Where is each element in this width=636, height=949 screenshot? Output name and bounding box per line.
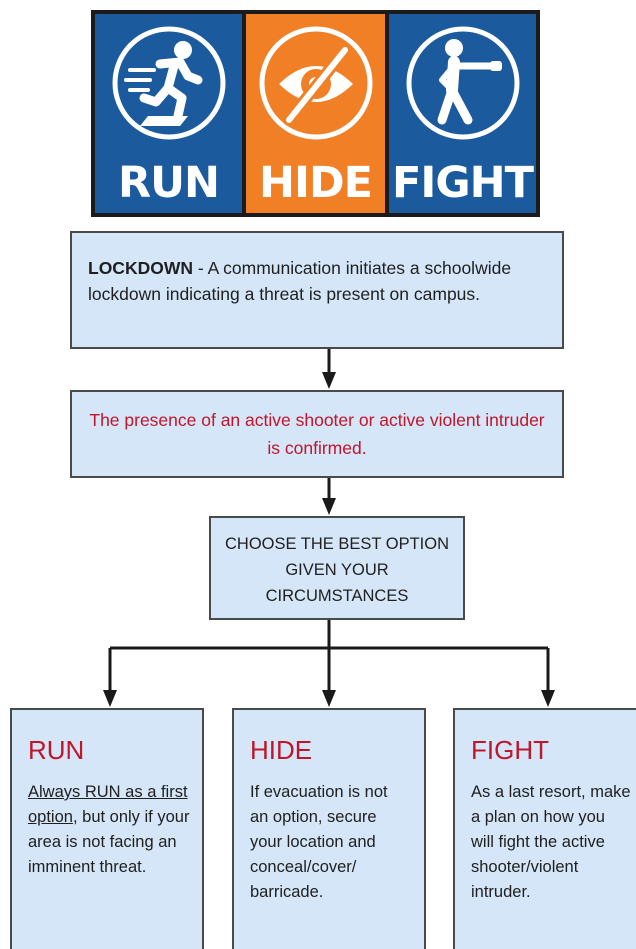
run-option-emphasis: Always RUN as a first option bbox=[28, 783, 188, 826]
hide-option-box: HIDE If evacuation is not an option, sec… bbox=[232, 708, 426, 949]
arrow-down-icon bbox=[103, 690, 117, 707]
hide-label: HIDE bbox=[258, 158, 373, 208]
lockdown-text: - A communication initiates a schoolwide… bbox=[88, 258, 512, 304]
confirmed-text: The presence of an active shooter or act… bbox=[89, 410, 545, 458]
arrow-down-icon bbox=[322, 690, 336, 707]
run-hide-fight-banner: RUN HIDE FIGHT bbox=[91, 10, 540, 217]
fight-option-title: FIGHT bbox=[471, 735, 549, 765]
choose-text: CHOOSE THE BEST OPTION GIVEN YOUR CIRCUM… bbox=[224, 535, 449, 605]
running-person-icon bbox=[112, 26, 225, 140]
confirmed-box: The presence of an active shooter or act… bbox=[70, 390, 564, 478]
run-label: RUN bbox=[117, 158, 220, 208]
lockdown-term: LOCKDOWN bbox=[88, 258, 193, 278]
hide-option-body: If evacuation is not an option, secure y… bbox=[250, 783, 388, 901]
run-option-title: RUN bbox=[28, 735, 85, 765]
arrow-down-icon bbox=[322, 372, 336, 389]
run-panel: RUN bbox=[95, 14, 242, 213]
run-option-box: RUN Always RUN as a first option, but on… bbox=[10, 708, 204, 949]
fight-label: FIGHT bbox=[392, 158, 534, 208]
hide-option-title: HIDE bbox=[250, 735, 313, 765]
run-option-body: Always RUN as a first option, but only i… bbox=[28, 780, 204, 880]
hide-panel: HIDE bbox=[246, 14, 385, 213]
punching-person-icon bbox=[406, 26, 519, 140]
lockdown-box: LOCKDOWN - A communication initiates a s… bbox=[70, 231, 564, 349]
fight-option-box: FIGHT As a last resort, make a plan on h… bbox=[453, 708, 636, 949]
crossed-eye-icon bbox=[259, 26, 372, 140]
fight-panel: FIGHT bbox=[389, 14, 536, 213]
arrow-down-icon bbox=[541, 690, 555, 707]
fight-option-body: As a last resort, make a plan on how you… bbox=[471, 783, 631, 901]
run-option-text: , but only if your area is not facing an… bbox=[28, 808, 190, 876]
choose-box: CHOOSE THE BEST OPTION GIVEN YOUR CIRCUM… bbox=[209, 516, 465, 620]
arrow-down-icon bbox=[322, 498, 336, 515]
